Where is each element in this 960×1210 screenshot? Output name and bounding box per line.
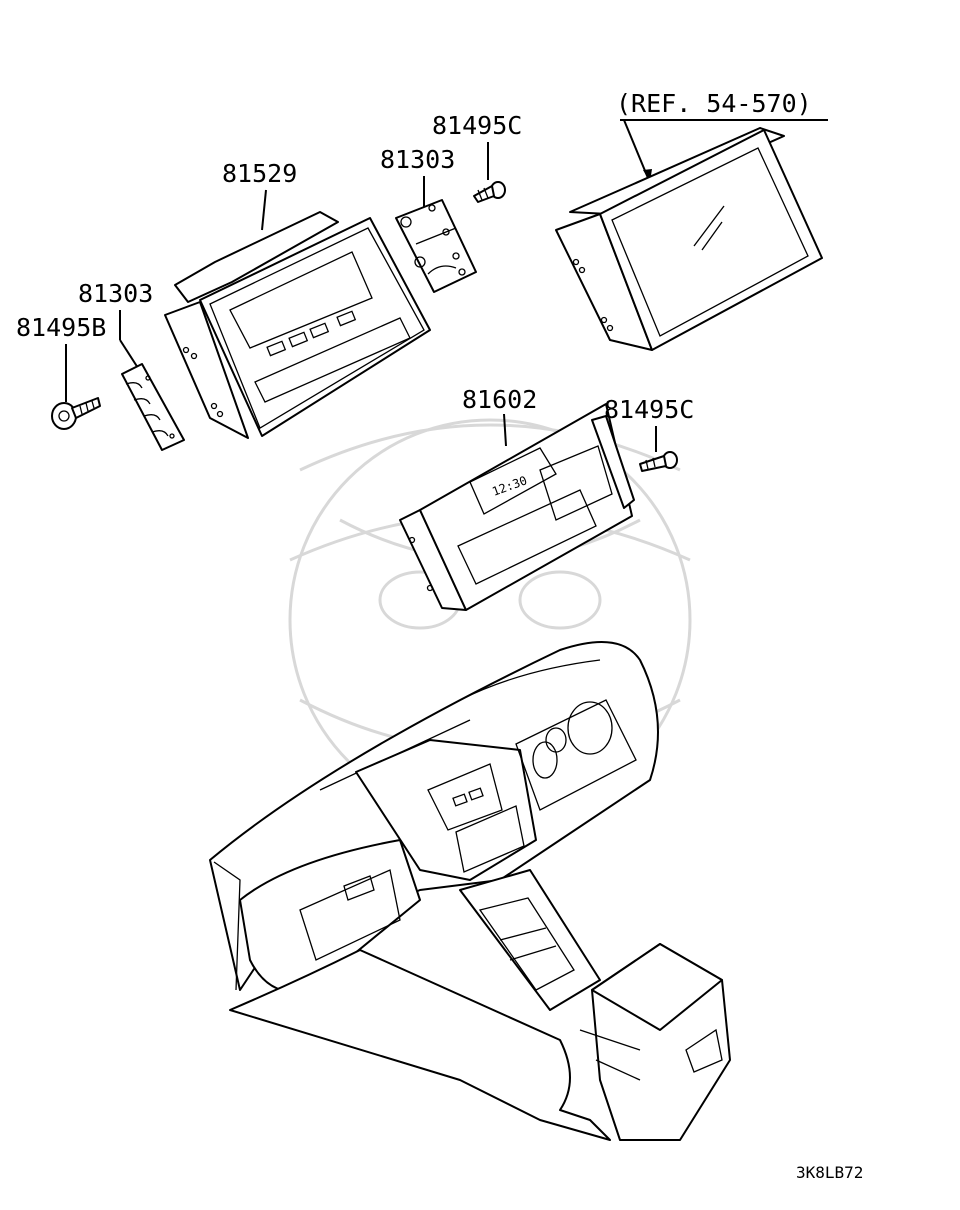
info-panel-81602: 12:30 (399, 403, 635, 611)
callout-81303-top: 81303 (380, 145, 455, 174)
screw-81495c-top (473, 181, 506, 203)
dashboard-assembly (209, 641, 731, 1141)
screw-81495c-right (639, 451, 678, 472)
callout-81495c-right: 81495C (604, 395, 694, 424)
bolt-81495b (51, 397, 101, 430)
audio-unit-81529 (164, 211, 431, 439)
callout-81303-left: 81303 (78, 279, 153, 308)
bracket-81303-left (121, 363, 185, 451)
callout-81602: 81602 (462, 385, 537, 414)
callout-ref-54-570: (REF. 54-570) (616, 89, 812, 118)
diagram-code: 3K8LB72 (796, 1163, 863, 1182)
callout-81495b: 81495B (16, 313, 106, 342)
display-unit-ref-54-570 (555, 127, 823, 351)
callout-81495c-top: 81495C (432, 111, 522, 140)
callout-81529: 81529 (222, 159, 297, 188)
bracket-81303-top (395, 199, 477, 293)
